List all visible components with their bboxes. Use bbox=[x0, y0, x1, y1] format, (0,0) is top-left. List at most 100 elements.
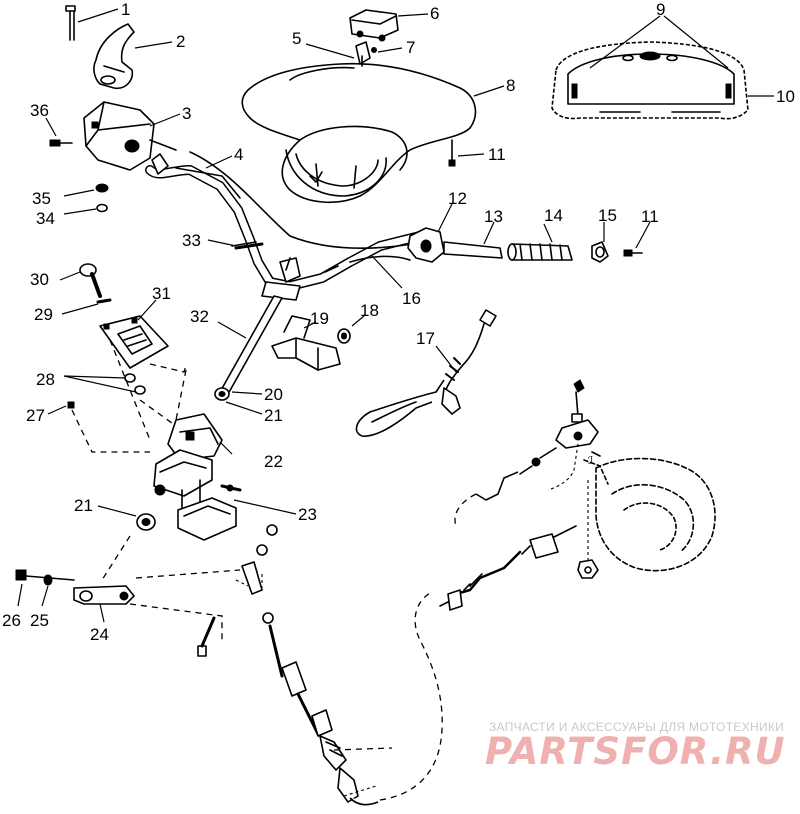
callout-21-lower: 21 bbox=[74, 496, 93, 515]
leader-36 bbox=[45, 117, 57, 137]
part-6-switch bbox=[349, 9, 399, 42]
callout-23: 23 bbox=[298, 505, 317, 524]
part-22-column-support bbox=[153, 413, 242, 541]
watermark-tagline: ЗАПЧАСТИ И АКСЕССУАРЫ ДЛЯ МОТОТЕХНИКИ bbox=[489, 720, 785, 734]
part-36-screw bbox=[49, 139, 73, 147]
part-30-bolt bbox=[79, 263, 102, 298]
carburetor-cable-assembly bbox=[454, 379, 599, 527]
callout-8: 8 bbox=[506, 76, 515, 95]
throttle-cable-assembly bbox=[241, 524, 379, 806]
callout-22: 22 bbox=[264, 452, 283, 471]
leader-24 bbox=[99, 603, 105, 623]
callout-25: 25 bbox=[30, 611, 49, 630]
callout-17: 17 bbox=[416, 329, 435, 348]
part-17-tether-switch bbox=[355, 309, 497, 437]
part-25-washer bbox=[43, 574, 53, 586]
callout-3: 3 bbox=[182, 104, 191, 123]
part-11-screw-right bbox=[623, 249, 643, 257]
part-2-clamp-cap bbox=[93, 23, 135, 90]
leader-28b bbox=[63, 375, 137, 393]
callout-29: 29 bbox=[34, 305, 53, 324]
part-18-grommet bbox=[337, 328, 351, 344]
part-26-bolt bbox=[15, 569, 75, 581]
leader-35 bbox=[63, 189, 95, 197]
part-34-nut bbox=[96, 203, 108, 213]
leader-11-pod bbox=[457, 153, 485, 157]
callout-27: 27 bbox=[26, 406, 45, 425]
part-21-lower-bushing bbox=[136, 513, 156, 531]
leader-2 bbox=[134, 41, 173, 49]
assembly-line-arm-bolt bbox=[129, 603, 223, 640]
callout-20: 20 bbox=[264, 385, 283, 404]
arm-lower-bolt bbox=[197, 616, 216, 657]
callout-1: 1 bbox=[121, 0, 130, 19]
callout-12: 12 bbox=[448, 189, 467, 208]
carburetor-body: ℐ bbox=[583, 451, 716, 572]
callout-13: 13 bbox=[484, 207, 503, 226]
leader-22 bbox=[219, 441, 233, 455]
leader-23 bbox=[233, 499, 297, 515]
leader-28a bbox=[63, 375, 127, 379]
callout-labels: 1 2 3 4 5 6 7 8 9 10 11 11 12 13 14 15 1… bbox=[2, 0, 795, 644]
part-12-switch-housing bbox=[407, 227, 445, 263]
callout-36: 36 bbox=[30, 101, 49, 120]
leader-13 bbox=[483, 221, 495, 245]
part-14-grip bbox=[507, 243, 573, 261]
choke-cable-assembly bbox=[439, 525, 577, 611]
part-19-bracket bbox=[271, 315, 341, 371]
callout-30: 30 bbox=[30, 270, 49, 289]
leader-12 bbox=[437, 203, 453, 233]
leader-7 bbox=[377, 47, 403, 53]
callout-24: 24 bbox=[90, 625, 109, 644]
part-15-end-cap bbox=[591, 241, 609, 263]
carburetor-nut bbox=[577, 480, 599, 579]
part-24-steering-arm bbox=[73, 585, 135, 605]
part-16-cable bbox=[189, 151, 413, 249]
leader-1 bbox=[77, 8, 119, 23]
leader-8 bbox=[473, 85, 505, 97]
leader-27 bbox=[47, 405, 67, 415]
assembly-line-lower bbox=[101, 535, 131, 581]
callout-11-right: 11 bbox=[641, 207, 659, 226]
cable-loop-dashed bbox=[379, 591, 443, 801]
callout-11-pod: 11 bbox=[488, 145, 506, 164]
leader-30 bbox=[59, 271, 81, 281]
callout-9: 9 bbox=[656, 0, 665, 19]
part-31-bracket bbox=[99, 315, 169, 369]
leader-4 bbox=[205, 155, 233, 169]
part-32-steering-shaft bbox=[219, 257, 301, 395]
part-3-lever-housing bbox=[83, 101, 177, 171]
callout-33: 33 bbox=[182, 231, 201, 250]
assembly-line-arm bbox=[135, 569, 241, 579]
part-33-clip bbox=[234, 242, 264, 250]
part-27-screw bbox=[67, 401, 75, 409]
part-29-washer bbox=[96, 298, 112, 304]
callout-18: 18 bbox=[360, 301, 379, 320]
callout-7: 7 bbox=[406, 38, 415, 57]
part-35-washer bbox=[95, 183, 109, 193]
leader-18 bbox=[351, 315, 365, 327]
assembly-line-bracket bbox=[149, 363, 187, 373]
callout-31: 31 bbox=[152, 284, 171, 303]
callout-14: 14 bbox=[544, 206, 563, 225]
callout-34: 34 bbox=[36, 209, 55, 228]
watermark-logo: PARTSFOR.RU bbox=[485, 730, 786, 773]
leader-29 bbox=[61, 303, 99, 315]
callout-6: 6 bbox=[430, 4, 439, 23]
assembly-line-28 bbox=[139, 399, 177, 427]
leader-9a bbox=[589, 15, 661, 69]
leader-17 bbox=[435, 345, 457, 373]
callout-10: 10 bbox=[776, 87, 795, 106]
callout-32: 32 bbox=[190, 307, 209, 326]
part-1-bolt bbox=[65, 5, 76, 41]
leader-26 bbox=[17, 583, 23, 607]
part-5-7-switch-mount bbox=[355, 41, 377, 67]
part-4-handlebar bbox=[145, 153, 425, 291]
leader-19 bbox=[303, 321, 317, 329]
svg-text:ℐ: ℐ bbox=[588, 455, 593, 467]
callout-5: 5 bbox=[292, 29, 301, 48]
part-10-instrument-panel bbox=[551, 41, 749, 120]
leader-31 bbox=[137, 299, 157, 321]
callout-4: 4 bbox=[234, 145, 243, 164]
